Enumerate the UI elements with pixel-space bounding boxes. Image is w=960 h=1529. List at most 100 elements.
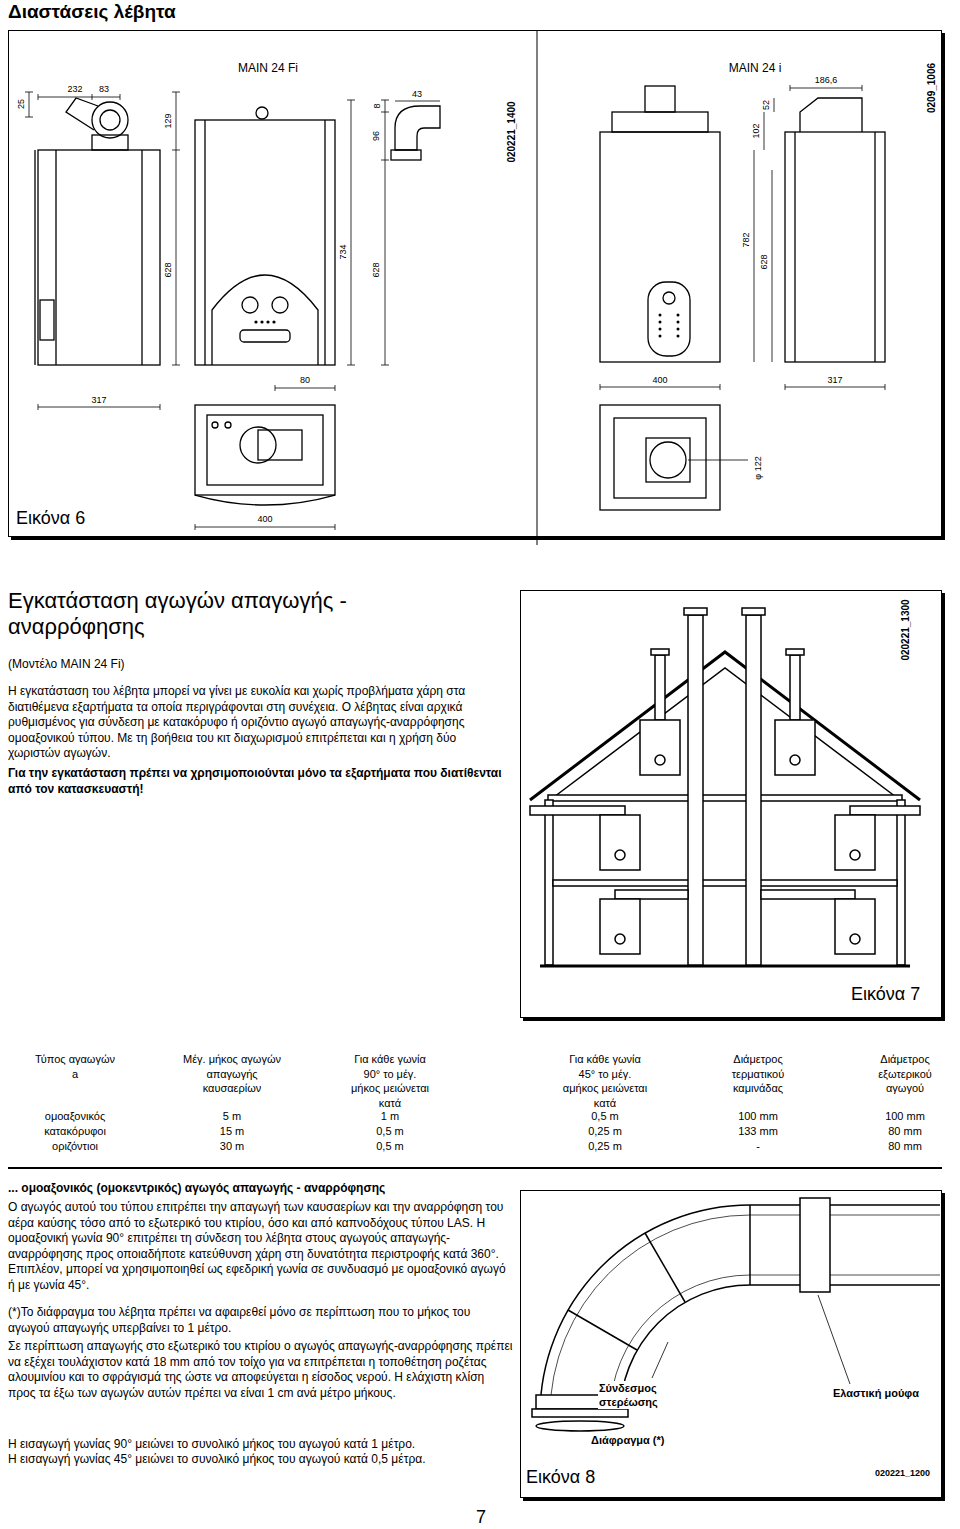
house-drawing [615,890,688,899]
dimension-label: 317 [827,375,842,386]
paragraph: Σε περίπτωση απαγωγής στο εξωτερικό του … [8,1339,513,1401]
dimension-line [600,384,601,390]
house-drawing [545,800,553,965]
dimension-label: φ 122 [753,456,764,479]
dimension-line [754,150,755,362]
elbow-drawing [532,1409,628,1417]
table-cell: 0,5 m [376,1140,404,1153]
boiler-drawing [212,275,318,365]
figure-code: 020221_1300 [900,599,912,660]
boiler-drawing [38,150,160,365]
dimension-line [381,160,389,161]
boiler-drawing [650,442,686,478]
dimension-line [172,92,180,93]
dimension-label: 400 [257,514,272,525]
house-drawing [651,649,669,655]
house-drawing [615,934,625,944]
dimension-line [774,98,775,112]
boiler-drawing [195,120,335,365]
divider-line [537,31,538,545]
elbow-drawing [536,1421,624,1431]
boiler-drawing [242,297,258,313]
boiler-drawing [663,292,675,304]
dimension-line [347,365,355,366]
dimension-label: 782 [741,232,752,247]
model-label: MAIN 24 i [729,61,782,75]
dimension-line [172,365,180,366]
boiler-drawing [225,422,231,428]
table-cell: 30 m [220,1140,244,1153]
control-dots [677,328,680,331]
control-dots [659,321,662,324]
boiler-drawing [800,98,862,132]
house-drawing [530,652,920,800]
dimension-line [600,387,720,388]
control-dots [677,321,680,324]
house-drawing [790,655,800,720]
callout-label: Ελαστική μούφα [832,1387,920,1400]
boiler-drawing [272,297,288,313]
dimension-label: 43 [412,89,422,100]
dimension-label: 80 [300,375,310,386]
house-drawing [553,880,897,886]
dimension-label: 52 [761,100,772,110]
table-cell: 0,5 m [376,1125,404,1138]
control-dots [659,335,662,338]
paragraph: Η εισαγωγή γωνίας 90° μειώνει το συνολικ… [8,1437,415,1451]
table-cell: 133 mm [738,1125,778,1138]
page-number: 7 [476,1507,486,1529]
dimension-label: 317 [91,395,106,406]
boiler-drawing [195,495,335,505]
callout-label: Διάφραγμα (*) [590,1434,665,1447]
dimension-line [772,170,773,362]
table-cell: 15 m [220,1125,244,1138]
boiler-drawing [646,438,690,482]
boiler-drawing [92,102,128,138]
paragraph: Ο αγωγός αυτού του τύπου επιτρέπει την α… [8,1200,513,1293]
house-drawing [530,608,920,966]
leader-line [652,1342,668,1378]
boiler-drawing [874,132,875,362]
figure-code: 020221_1200 [875,1468,930,1479]
house-drawing [850,850,860,860]
boiler-drawing [600,405,720,510]
dimension-line [347,100,355,101]
elbow-drawing [800,1198,830,1292]
dimension-line [395,101,440,102]
house-drawing [684,608,707,615]
table-cell: ομοαξονικός [45,1110,105,1123]
dimension-label: 734 [338,244,349,259]
house-drawing [897,800,905,965]
table-header: Διάμετρος τερματικού καμινάδας [706,1052,810,1096]
dimension-line [351,100,352,365]
house-drawing [761,890,855,899]
boiler-drawing [195,405,335,495]
dimension-line [38,407,160,408]
boiler-drawing [794,132,795,362]
dimension-line [764,112,765,150]
dimension-label: 628 [759,254,770,269]
table-header: Για κάθε γωνία 90° το μέγ. μήκος μειώνετ… [348,1052,433,1110]
boiler-drawing [240,427,276,463]
house-drawing [540,965,910,968]
control-dots [254,320,257,323]
house-drawing [600,899,640,954]
dimension-line [25,92,33,93]
boiler-drawing [645,86,675,112]
elbow-drawing [749,1205,751,1285]
dimension-label: 129 [163,113,174,128]
table-cell: 5 m [223,1110,241,1123]
figure-code: 0209_1006 [926,63,938,113]
dimension-label: 102 [751,123,762,138]
boiler-drawing [35,86,885,510]
dimension-line [275,385,276,391]
dimension-line [38,97,120,98]
section-heading: Εγκατάσταση αγωγών απαγωγής - αναρρόφηση… [8,588,448,640]
dimension-line [38,94,39,100]
figure-caption: Εικόνα 6 [16,508,85,530]
boiler-drawing [66,98,98,130]
house-drawing [786,649,804,655]
boiler-drawing [100,110,120,130]
dimension-line [172,150,180,151]
